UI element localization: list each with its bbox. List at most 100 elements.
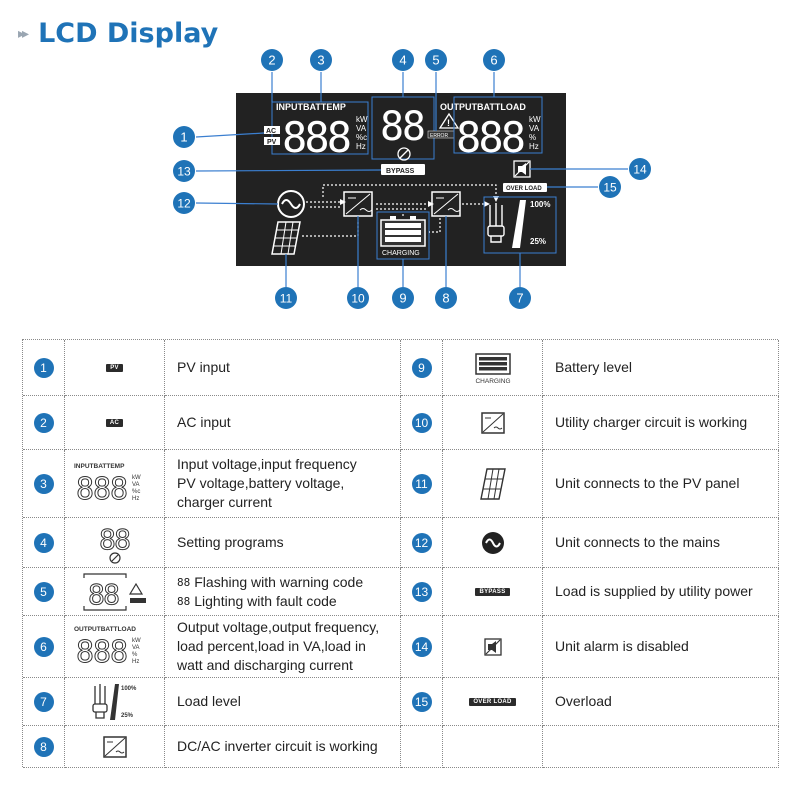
warning-code-icon: 88: [177, 575, 191, 589]
load-bulb-icon: [487, 203, 505, 243]
battery-icon: [380, 216, 426, 247]
callout-4: 4: [392, 49, 414, 71]
legend-num-badge: 15: [411, 691, 432, 712]
table-row: 4 88 Setting programs 12 Unit connects t…: [23, 518, 779, 568]
legend-desc: Utility charger circuit is working: [555, 414, 748, 430]
double-chevron-right-icon: ▸▸: [18, 24, 29, 41]
legend-num-badge: 14: [411, 636, 432, 657]
svg-text:100%: 100%: [121, 686, 137, 692]
lcd-input-unit-hz: Hz: [356, 142, 366, 151]
fault-code-icon: 88: [177, 594, 191, 608]
pv-panel-icon: [271, 221, 301, 255]
table-row: 7 100% 25% Load level 15 OVER LOAD Overl…: [23, 678, 779, 726]
svg-text:3: 3: [317, 53, 324, 68]
legend-table: 1 PV PV input 9 CHARGING Battery level 2…: [22, 339, 779, 768]
legend-num-badge: 13: [411, 581, 432, 602]
svg-text:8: 8: [442, 291, 449, 306]
table-row: 1 PV PV input 9 CHARGING Battery level: [23, 340, 779, 396]
svg-text:7: 7: [516, 291, 523, 306]
legend-desc: AC input: [177, 414, 231, 430]
svg-text:1: 1: [180, 130, 187, 145]
legend-desc: Lighting with fault code: [194, 592, 337, 609]
lcd-charging-label: CHARGING: [382, 250, 420, 257]
output-display-icon: OUTPUTBATTLOAD 888 kW VA % Hz: [74, 626, 141, 671]
legend-desc: Input voltage,input frequency: [177, 456, 357, 472]
callout-1: 1: [173, 126, 195, 148]
svg-text:13: 13: [177, 165, 191, 179]
table-row: 8 DC/AC inverter circuit is working: [23, 726, 779, 768]
legend-num-badge: 8: [33, 736, 54, 757]
lcd-output-unit-pct: %: [529, 133, 536, 142]
callout-2: 2: [261, 49, 283, 71]
legend-num-badge: 4: [33, 532, 54, 553]
input-display-header: INPUTBATTEMP: [74, 463, 125, 470]
table-row: 6 OUTPUTBATTLOAD 888 kW VA % Hz Output v…: [23, 616, 779, 678]
svg-text:88: 88: [99, 523, 131, 556]
battery-charging-label: CHARGING: [475, 378, 510, 385]
legend-desc: Unit alarm is disabled: [555, 638, 689, 654]
lcd-output-digits: 888: [456, 113, 526, 162]
callout-5: 5: [425, 49, 447, 71]
legend-desc: DC/AC inverter circuit is working: [177, 738, 378, 754]
lcd-output-unit-hz: Hz: [529, 142, 539, 151]
callout-9: 9: [392, 287, 414, 309]
svg-text:VA: VA: [132, 482, 140, 488]
svg-text:10: 10: [351, 292, 365, 306]
callout-14: 14: [629, 158, 651, 180]
mains-sine-icon: [481, 531, 504, 554]
svg-text:88: 88: [88, 578, 120, 611]
lcd-output-header: OUTPUTBATTLOAD: [440, 102, 526, 112]
legend-desc: watt and discharging current: [177, 657, 353, 673]
lcd-setting-digits: 88: [380, 104, 426, 150]
legend-desc: Flashing with warning code: [194, 573, 364, 590]
lcd-pct-25: 25%: [530, 237, 546, 246]
svg-text:2: 2: [268, 53, 275, 68]
setting-display-icon: 88: [98, 522, 131, 564]
callout-12: 12: [173, 192, 195, 214]
legend-num-badge: 5: [33, 581, 54, 602]
legend-desc: Overload: [555, 693, 612, 709]
pv-tag-icon: PV: [106, 363, 123, 372]
svg-text:14: 14: [633, 163, 647, 177]
legend-desc: load percent,load in VA,load in: [177, 638, 366, 654]
lcd-diagram: INPUTBATTEMP 888 kW VA %c Hz AC PV 88 ! …: [173, 49, 651, 309]
output-display-digits: 888: [76, 635, 128, 670]
table-row: 3 INPUTBATTEMP 888 kW VA %c Hz Input vol…: [23, 450, 779, 518]
svg-text:Hz: Hz: [132, 496, 139, 502]
svg-text:kW: kW: [132, 638, 141, 644]
svg-text:12: 12: [177, 197, 191, 211]
lcd-output-unit-va: VA: [529, 124, 540, 133]
legend-num-badge: 6: [33, 636, 54, 657]
legend-num-badge: 2: [33, 412, 54, 433]
legend-desc: Output voltage,output frequency,: [177, 619, 380, 635]
legend-desc: Load level: [177, 693, 241, 709]
legend-num-badge: 9: [411, 357, 432, 378]
lcd-ac-tag: AC: [266, 128, 276, 135]
wrench-icon: [397, 147, 411, 161]
lcd-output-unit-kw: kW: [529, 115, 541, 124]
alarm-muted-icon: [483, 637, 502, 656]
callout-3: 3: [310, 49, 332, 71]
page-title: LCD Display: [38, 17, 219, 49]
warning-icon: [128, 582, 143, 595]
lcd-input-digits: 888: [282, 113, 352, 162]
charger-circuit-icon: [480, 411, 505, 434]
svg-text:9: 9: [399, 291, 406, 306]
svg-text:%c: %c: [132, 489, 140, 495]
callout-13: 13: [173, 160, 195, 182]
inverter-circuit-icon: [102, 735, 127, 758]
overload-tag-icon: OVER LOAD: [469, 697, 516, 706]
warning-display-icon: 88: [82, 572, 146, 611]
legend-desc: PV input: [177, 359, 230, 375]
callout-7: 7: [509, 287, 531, 309]
legend-num-badge: 12: [411, 532, 432, 553]
ac-tag-icon: AC: [105, 418, 124, 427]
lcd-input-header: INPUTBATTEMP: [276, 102, 346, 112]
svg-text:15: 15: [603, 181, 617, 195]
load-level-icon: 100% 25%: [91, 683, 137, 720]
load-level-icon: [512, 200, 526, 248]
pv-panel-icon: [479, 467, 506, 500]
svg-text:6: 6: [490, 53, 497, 68]
legend-num-badge: 3: [33, 473, 54, 494]
